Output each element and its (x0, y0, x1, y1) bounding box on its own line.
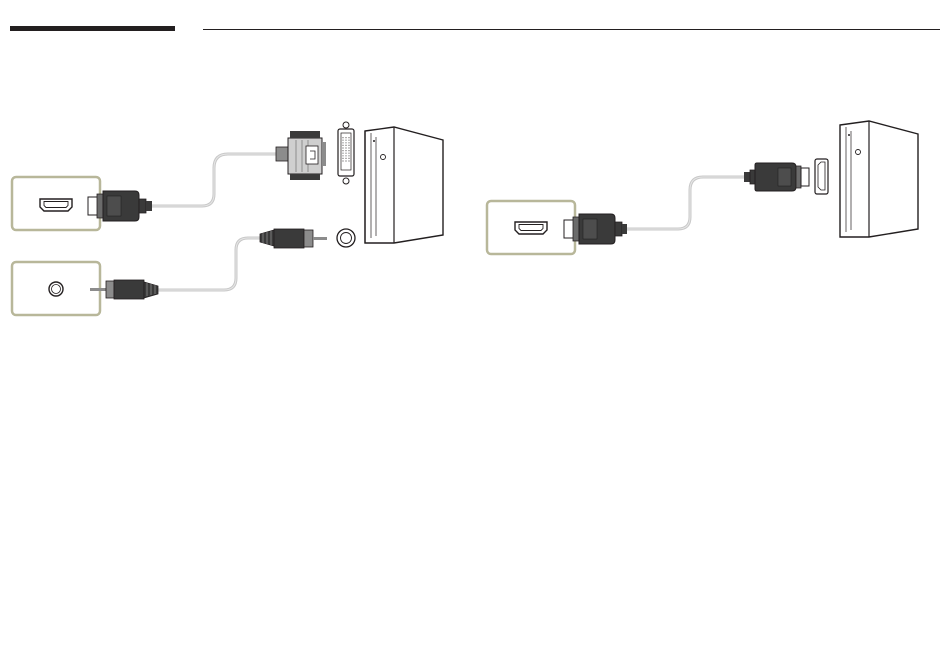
audio-in-port-icon (49, 282, 63, 296)
monitor-hdmi-port-right (487, 201, 575, 254)
right-connection-setup (487, 121, 918, 254)
hdmi-port-icon (40, 199, 72, 211)
pc-hdmi-port-icon (815, 159, 828, 194)
dvi-plug-icon (276, 131, 326, 180)
hdmi-to-hdmi-cable (564, 163, 809, 244)
left-connection-setup (12, 122, 443, 315)
monitor-audio-port (12, 262, 100, 315)
pc-tower-icon (840, 121, 918, 237)
hdmi-port-icon (515, 222, 547, 234)
dvi-port-icon (338, 122, 354, 184)
pc-tower-icon (365, 127, 443, 243)
audio-out-port-icon (337, 229, 355, 247)
hdmi-plug-right-icon (744, 163, 809, 191)
monitor-hdmi-port (12, 177, 100, 230)
audio-plug-right-icon (260, 229, 327, 248)
stereo-audio-cable (90, 229, 327, 299)
hdmi-plug-left-icon (564, 214, 627, 244)
hdmi-to-dvi-cable (88, 131, 326, 221)
hdmi-plug-icon (88, 191, 152, 221)
